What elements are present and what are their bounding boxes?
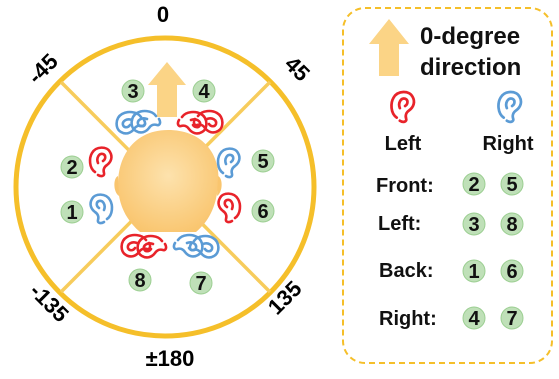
ear-1-right-icon: [89, 193, 114, 225]
ear-4-left-icon: [176, 109, 224, 135]
legend-row-back-label: Back:: [379, 260, 433, 282]
svg-text:7: 7: [195, 273, 206, 295]
svg-text:3: 3: [468, 214, 479, 236]
legend-panel: 0-degree direction Left Right Front: 2 5…: [342, 7, 553, 364]
legend-row-right-left: 4: [462, 306, 486, 330]
legend-row-left-left: 3: [462, 212, 486, 236]
svg-text:8: 8: [506, 214, 517, 236]
arrow-up-icon: [148, 62, 186, 117]
svg-text:2: 2: [468, 174, 479, 196]
legend-row-right-right: 7: [500, 306, 524, 330]
ear-number-4: 4: [192, 79, 216, 103]
ear-5-right-icon: [216, 147, 241, 179]
legend-row-front-label: Front:: [376, 175, 434, 197]
legend-row-left-right: 8: [500, 212, 524, 236]
legend-direction-line2: direction: [420, 54, 521, 81]
svg-text:5: 5: [506, 174, 517, 196]
angle-label-bottom: ±180: [146, 346, 195, 371]
ear-number-8: 8: [128, 268, 152, 292]
head-icon: [114, 130, 222, 232]
ear-6-left-icon: [217, 192, 242, 224]
right-ear-icon: [497, 90, 523, 124]
legend-row-left-label: Left:: [378, 213, 421, 235]
svg-text:4: 4: [468, 308, 480, 330]
angle-label-top-right: 45: [280, 51, 315, 86]
ear-8-left-icon: [120, 233, 168, 259]
ear-3-right-icon: [115, 109, 162, 135]
legend-direction-line1: 0-degree: [420, 23, 520, 50]
angle-label-top: 0: [157, 2, 169, 27]
ear-number-6: 6: [251, 199, 275, 223]
legend-row-back-left: 1: [462, 259, 486, 283]
ear-number-1: 1: [60, 200, 84, 224]
ring-circle: [13, 35, 317, 339]
svg-text:6: 6: [506, 261, 517, 283]
legend-row-back-right: 6: [500, 259, 524, 283]
svg-text:1: 1: [66, 202, 77, 224]
legend-border: [342, 7, 553, 364]
legend-row-front-left: 2: [462, 172, 486, 196]
svg-text:4: 4: [198, 81, 210, 103]
ear-number-5: 5: [251, 149, 275, 173]
svg-text:6: 6: [257, 201, 268, 223]
legend-right-label: Right: [482, 133, 533, 155]
angle-label-bottom-right: 135: [263, 276, 307, 320]
ear-number-3: 3: [121, 79, 145, 103]
legend-row-front-right: 5: [500, 172, 524, 196]
ear-number-7: 7: [189, 271, 213, 295]
ear-2-left-icon: [88, 146, 113, 178]
left-ear-icon: [390, 90, 416, 124]
svg-text:1: 1: [468, 261, 479, 283]
svg-text:8: 8: [134, 270, 145, 292]
svg-text:5: 5: [257, 151, 268, 173]
ear-7-right-icon: [172, 233, 220, 259]
legend-left-label: Left: [385, 133, 422, 155]
legend-arrow-icon: [369, 19, 409, 76]
ear-number-2: 2: [60, 155, 84, 179]
svg-text:2: 2: [66, 157, 77, 179]
svg-text:7: 7: [506, 308, 517, 330]
svg-text:3: 3: [127, 81, 138, 103]
legend-row-right-label: Right:: [379, 308, 437, 330]
